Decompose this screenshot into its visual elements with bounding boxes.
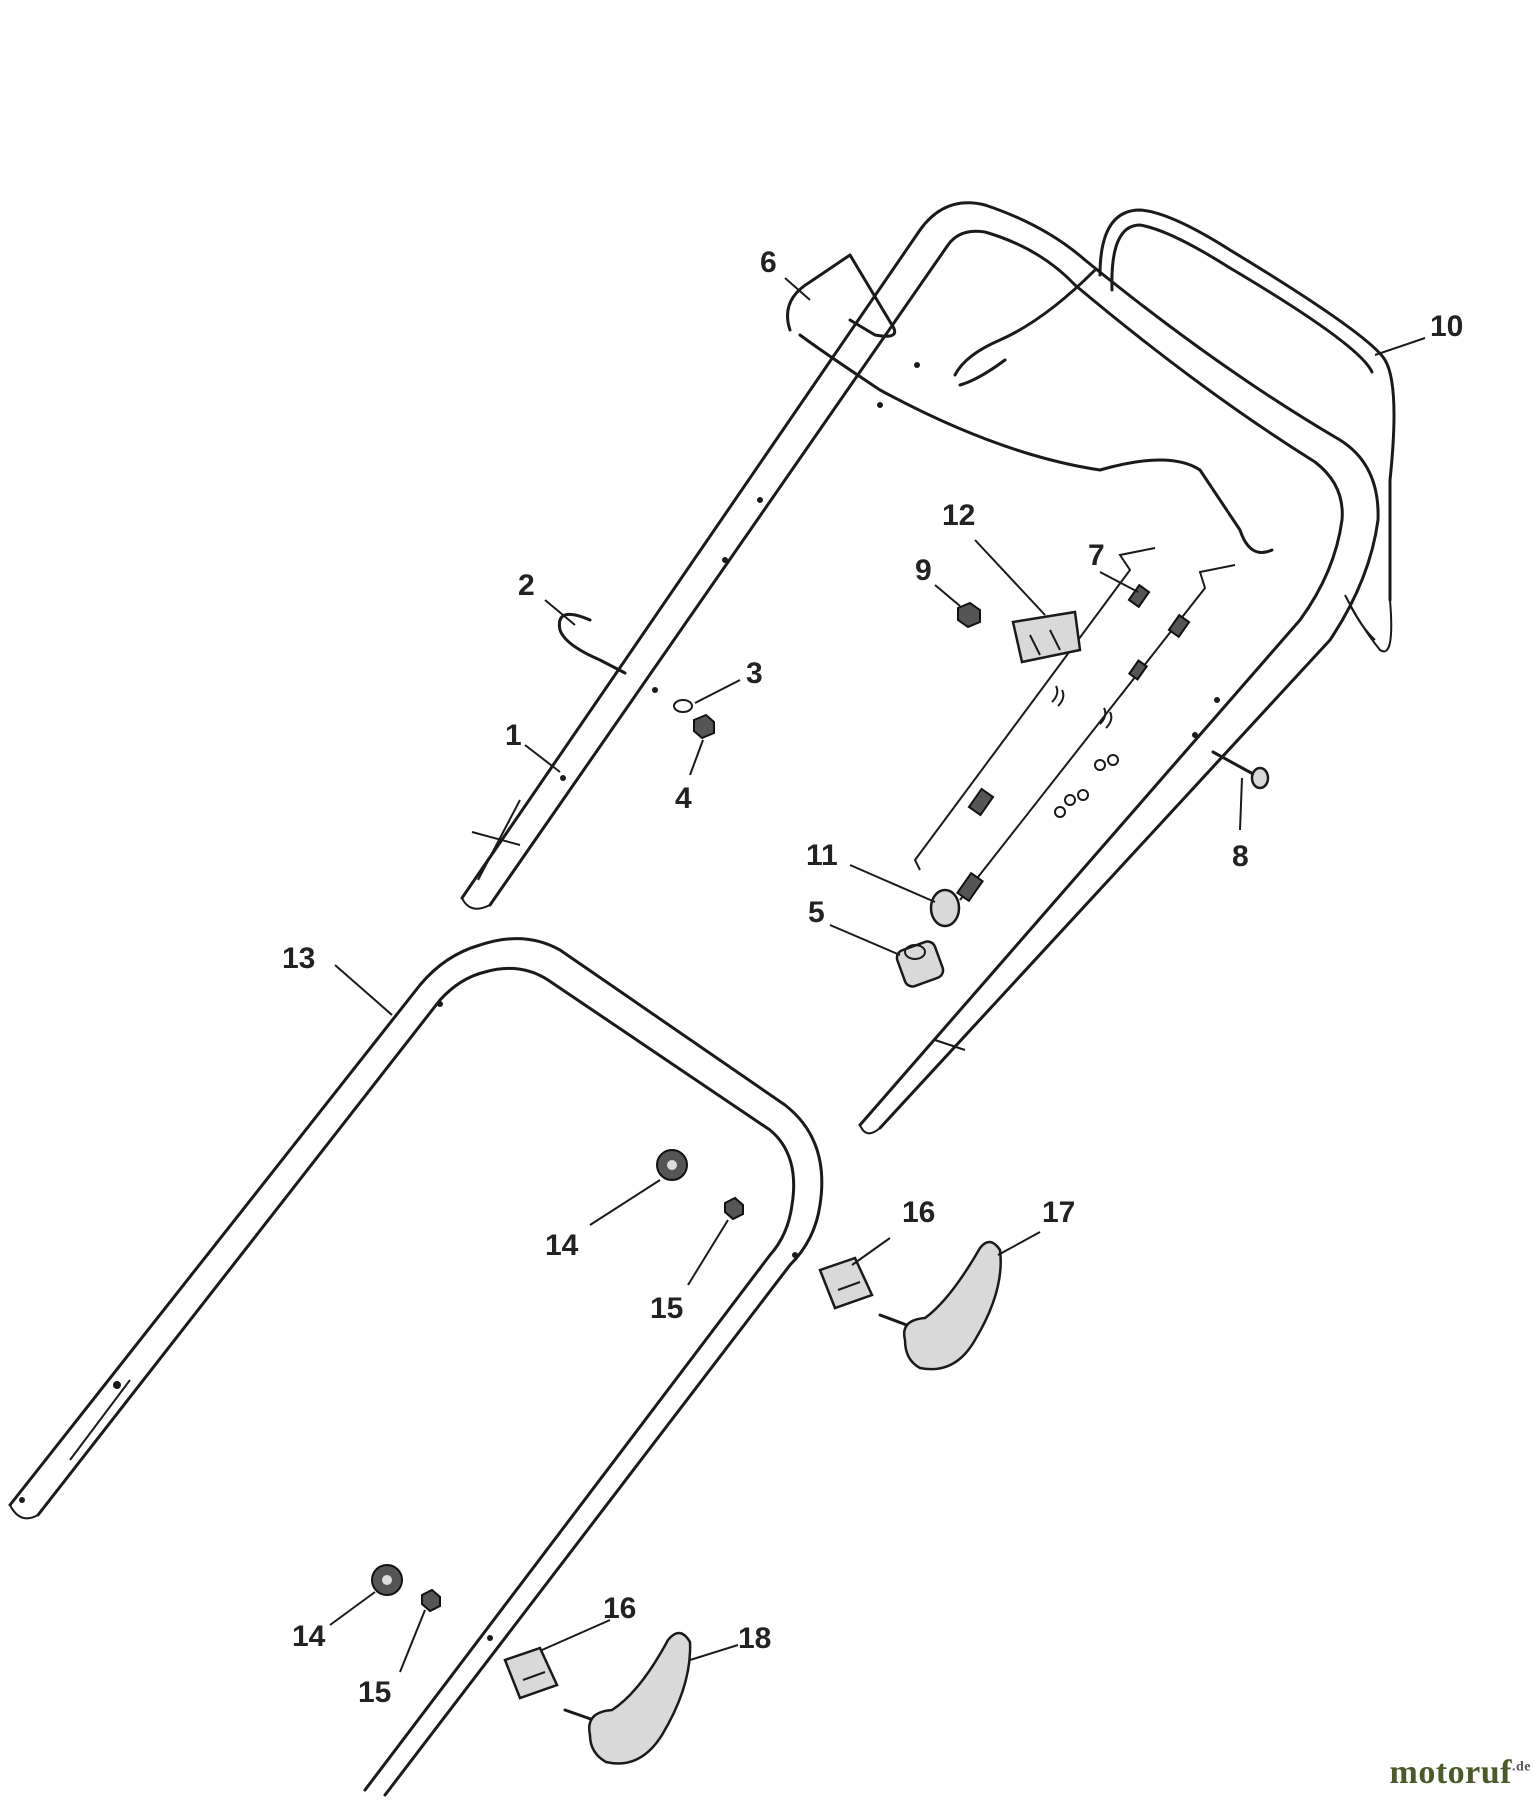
callout-14-upper: 14 xyxy=(545,1229,579,1262)
control-cables xyxy=(913,547,1236,903)
lever-17 xyxy=(878,1240,1002,1371)
callout-1: 1 xyxy=(505,719,522,752)
knob-14-upper xyxy=(656,1149,688,1181)
cable-clip xyxy=(895,940,945,988)
callout-2: 2 xyxy=(518,569,535,602)
callout-7: 7 xyxy=(1088,539,1105,572)
clamp-16-lower xyxy=(503,1646,559,1700)
upper-handle xyxy=(460,201,1380,1135)
cable-bracket xyxy=(1011,610,1082,664)
callout-15-upper: 15 xyxy=(650,1292,683,1325)
clamp-16-upper xyxy=(818,1256,874,1310)
callout-10: 10 xyxy=(1430,310,1463,343)
nut-4 xyxy=(693,713,715,740)
callout-16-lower: 16 xyxy=(603,1592,636,1625)
callout-numbers: 1 2 3 4 5 6 7 8 9 10 11 12 13 14 15 16 1… xyxy=(282,246,1463,1709)
washer-3 xyxy=(673,699,693,713)
cable-connector xyxy=(929,888,961,928)
callout-3: 3 xyxy=(746,657,763,690)
callout-16-upper: 16 xyxy=(902,1196,935,1229)
callout-5: 5 xyxy=(808,896,825,929)
bail-lever xyxy=(1098,208,1396,653)
callout-18: 18 xyxy=(738,1622,771,1655)
watermark-logo: motoruf.de xyxy=(1390,1754,1531,1792)
callout-17: 17 xyxy=(1042,1196,1075,1229)
callout-11: 11 xyxy=(806,839,838,872)
cable-guide xyxy=(786,253,1274,554)
nut-15-lower xyxy=(421,1588,441,1613)
callout-14-lower: 14 xyxy=(292,1620,326,1653)
callout-12: 12 xyxy=(942,499,975,532)
leader-lines xyxy=(329,277,1426,1673)
knob-14-lower xyxy=(371,1564,403,1596)
callout-9: 9 xyxy=(915,554,932,587)
lever-18 xyxy=(563,1631,692,1765)
brand-name: motoruf xyxy=(1389,1754,1512,1791)
nut-15-upper xyxy=(724,1196,744,1221)
hook-bolt xyxy=(557,612,627,675)
nut-9 xyxy=(957,601,981,629)
callout-4: 4 xyxy=(675,782,692,815)
callout-6: 6 xyxy=(760,246,777,279)
bolt-8 xyxy=(1211,750,1270,790)
callout-8: 8 xyxy=(1232,840,1249,873)
callout-13: 13 xyxy=(282,942,315,975)
brand-tld: .de xyxy=(1512,1759,1531,1775)
callout-15-lower: 15 xyxy=(358,1676,391,1709)
lower-handle xyxy=(8,937,824,1797)
